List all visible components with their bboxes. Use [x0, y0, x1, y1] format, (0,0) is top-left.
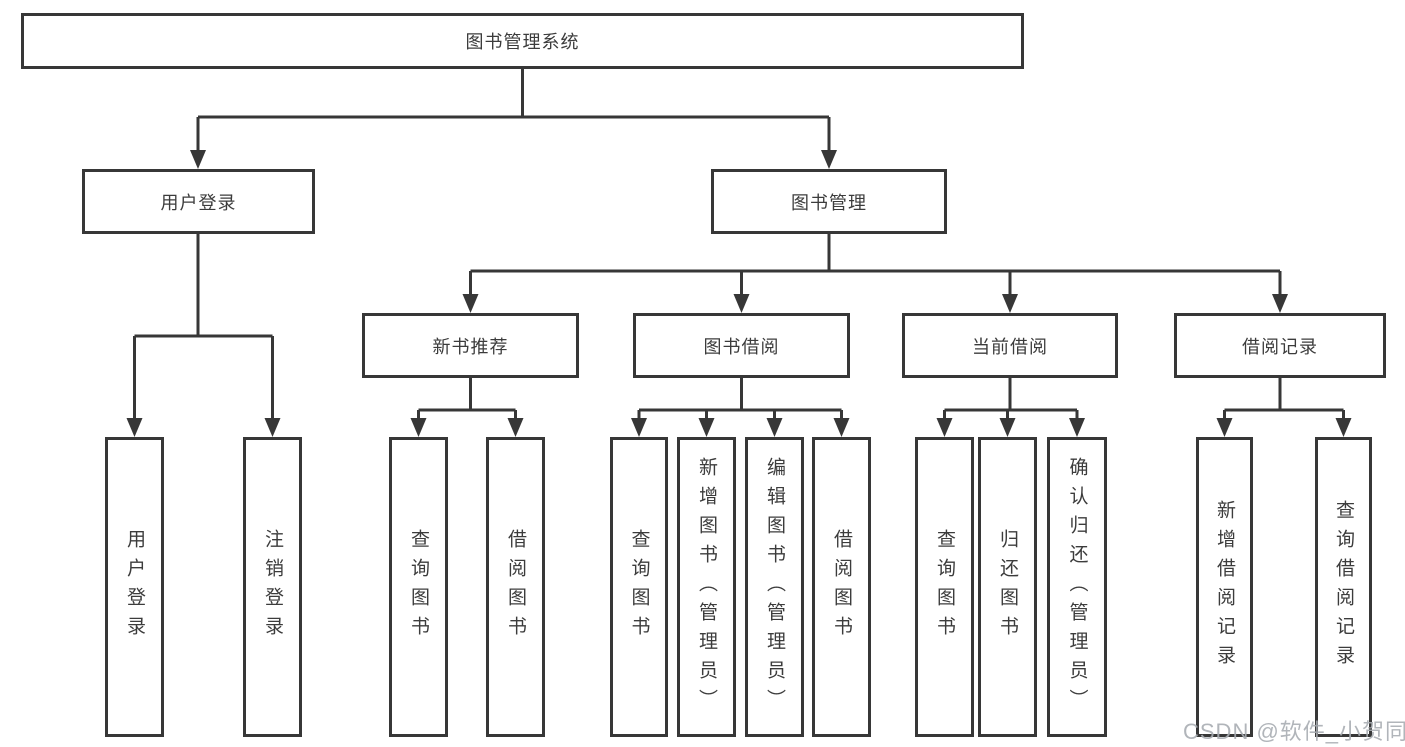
- node-book-borrow-label: 图书借阅: [703, 336, 780, 357]
- node-new-book-recommend-label: 新书推荐: [432, 336, 509, 357]
- leaf-query-books-3-label: 查询图书: [934, 529, 955, 645]
- leaf-add-books-admin: 新增图书（管理员）: [677, 437, 736, 737]
- leaf-confirm-return-admin-label: 确认归还（管理员）: [1066, 456, 1088, 718]
- node-current-borrow: 当前借阅: [902, 313, 1118, 378]
- node-borrow-records: 借阅记录: [1174, 313, 1386, 378]
- leaf-logout: 注销登录: [243, 437, 302, 737]
- leaf-query-books-1: 查询图书: [389, 437, 448, 737]
- node-library-system: 图书管理系统: [21, 13, 1024, 69]
- leaf-edit-books-admin: 编辑图书（管理员）: [745, 437, 804, 737]
- leaf-borrow-books-1-label: 借阅图书: [505, 529, 526, 645]
- leaf-confirm-return-admin: 确认归还（管理员）: [1047, 437, 1107, 737]
- connector-current-borrow: [943, 378, 1079, 419]
- leaf-borrow-books-1: 借阅图书: [486, 437, 545, 737]
- leaf-query-books-3: 查询图书: [915, 437, 974, 737]
- node-library-system-label: 图书管理系统: [465, 32, 580, 52]
- leaf-return-books-label: 归还图书: [997, 529, 1018, 645]
- leaf-add-books-admin-label: 新增图书（管理员）: [696, 456, 717, 718]
- leaf-query-books-1-label: 查询图书: [408, 529, 429, 645]
- connector-user-login: [133, 233, 274, 419]
- leaf-add-borrow-record: 新增借阅记录: [1196, 437, 1253, 737]
- connector-book-borrow: [637, 378, 843, 419]
- leaf-user-login-label: 用户登录: [124, 529, 145, 645]
- leaf-borrow-books-2: 借阅图书: [812, 437, 871, 737]
- node-book-management: 图书管理: [711, 169, 947, 234]
- connector-book-management: [469, 234, 1282, 295]
- leaf-edit-books-admin-label: 编辑图书（管理员）: [764, 456, 785, 718]
- connector-root: [196, 69, 831, 151]
- leaf-query-books-2-label: 查询图书: [628, 529, 650, 645]
- leaf-query-books-2: 查询图书: [610, 437, 668, 737]
- connector-new-book: [417, 378, 517, 419]
- leaf-logout-label: 注销登录: [262, 529, 283, 645]
- leaf-user-login: 用户登录: [105, 437, 164, 737]
- node-current-borrow-label: 当前借阅: [972, 336, 1048, 357]
- arrowheads: [126, 150, 1352, 437]
- node-book-management-label: 图书管理: [791, 192, 867, 213]
- node-borrow-records-label: 借阅记录: [1242, 336, 1318, 357]
- csdn-watermark: CSDN @软件_小贺同学: [1183, 719, 1405, 744]
- leaf-add-borrow-record-label: 新增借阅记录: [1214, 500, 1235, 674]
- leaf-borrow-books-2-label: 借阅图书: [831, 529, 852, 645]
- connector-borrow-records: [1223, 378, 1345, 419]
- node-book-borrow: 图书借阅: [633, 313, 850, 378]
- node-user-login: 用户登录: [82, 169, 315, 234]
- node-user-login-label: 用户登录: [160, 192, 237, 213]
- leaf-query-borrow-record-label: 查询借阅记录: [1333, 500, 1354, 674]
- leaf-query-borrow-record: 查询借阅记录: [1315, 437, 1372, 737]
- leaf-return-books: 归还图书: [978, 437, 1037, 737]
- node-new-book-recommend: 新书推荐: [362, 313, 579, 378]
